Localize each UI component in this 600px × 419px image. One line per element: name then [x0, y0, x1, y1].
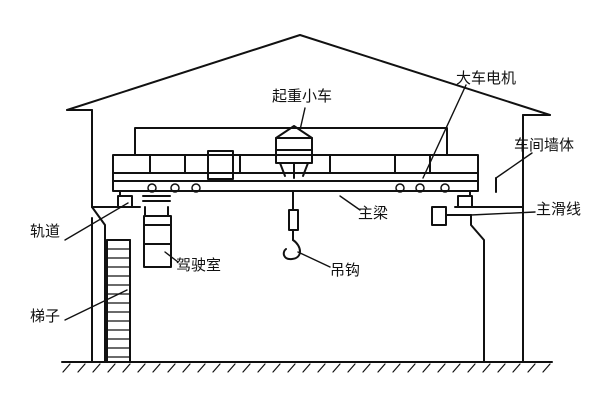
- ladder: [106, 239, 131, 363]
- leader-hook: [297, 251, 331, 268]
- bridge-motor: [207, 150, 234, 180]
- building-roof: [66, 34, 551, 208]
- label-workshop-wall: 车间墙体: [514, 136, 574, 154]
- leader-main-slide-line: [470, 211, 536, 216]
- wheels-right: [395, 183, 450, 193]
- leader-lines: [64, 84, 536, 321]
- label-cab: 驾驶室: [176, 256, 221, 274]
- main-slide-line: [431, 177, 497, 226]
- cab: [143, 215, 172, 268]
- leader-rail: [64, 202, 129, 241]
- label-bridge-motor: 大车电机: [456, 69, 516, 87]
- leader-main-beam: [339, 195, 361, 211]
- label-main-beam: 主梁: [358, 204, 388, 222]
- wheels-left: [147, 183, 201, 193]
- label-hook: 吊钩: [330, 261, 360, 279]
- label-rail: 轨道: [30, 222, 60, 240]
- leader-ladder: [64, 289, 128, 321]
- leader-workshop-wall: [495, 152, 533, 179]
- leader-trolley: [299, 107, 306, 131]
- ground-line: [61, 361, 553, 373]
- label-trolley: 起重小车: [272, 87, 332, 105]
- trolley: [275, 125, 313, 179]
- leader-bridge-motor: [422, 84, 467, 179]
- building-walls: [91, 169, 524, 363]
- label-ladder: 梯子: [30, 307, 60, 325]
- rail-left: [91, 195, 141, 208]
- rail-right: [454, 195, 524, 208]
- leader-cab: [164, 251, 179, 263]
- label-main-slide-line: 主滑线: [536, 200, 581, 218]
- hook: [282, 190, 301, 261]
- cab-hanger: [142, 195, 171, 217]
